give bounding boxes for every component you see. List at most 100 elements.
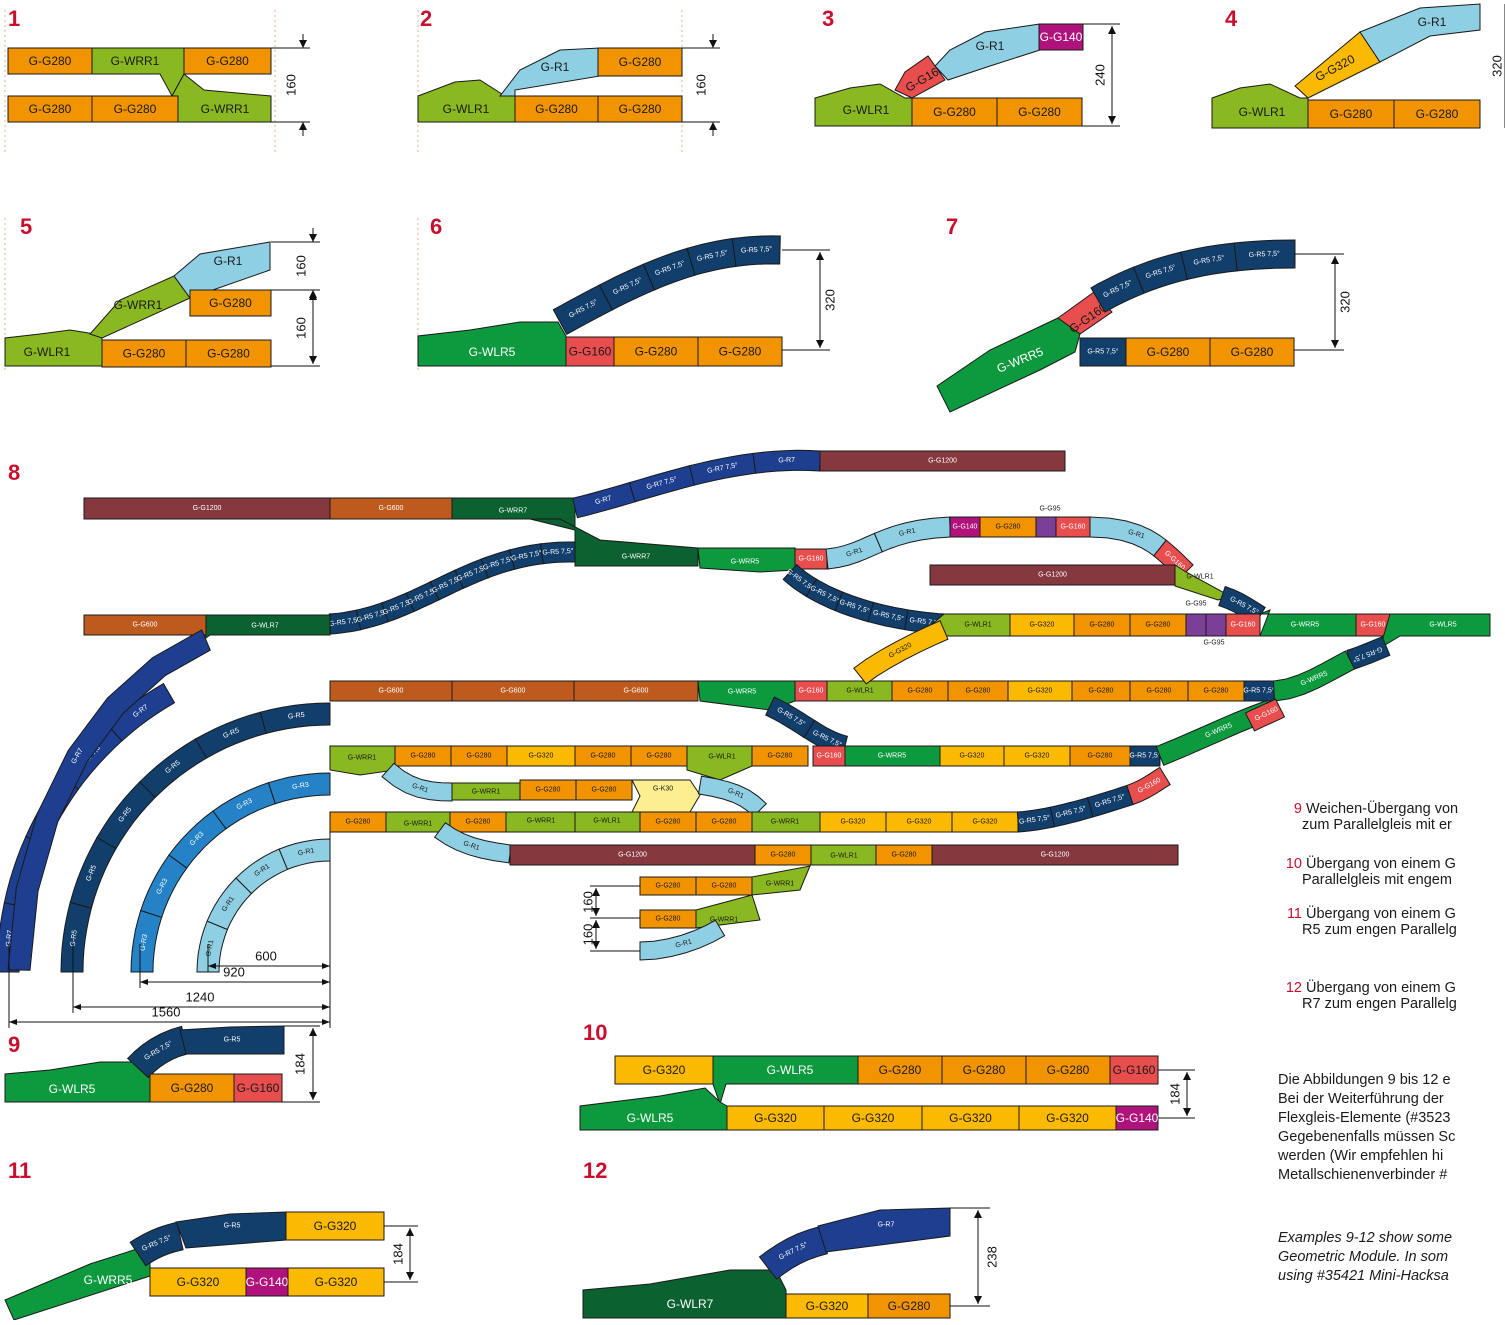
track-g-wlr1 bbox=[1211, 83, 1309, 129]
track-label-g-r1: G-R1 bbox=[898, 527, 916, 537]
panel-number: 12 bbox=[583, 1158, 607, 1183]
dimension-label: 240 bbox=[1093, 64, 1108, 86]
track-label-g-g280: G-G280 bbox=[29, 54, 72, 68]
track-label-g-wrr1: G-WRR1 bbox=[404, 821, 432, 828]
track-g-g320 bbox=[785, 1293, 869, 1319]
dimension-arrow bbox=[709, 122, 717, 130]
track-g-g320 bbox=[285, 1211, 385, 1241]
track-label-g-g280: G-G280 bbox=[1147, 345, 1190, 359]
dimension-arrow bbox=[816, 340, 824, 348]
dimension-arrow bbox=[309, 1092, 317, 1100]
track-label-g-wrr1: G-WRR1 bbox=[766, 881, 794, 888]
paragraph-line: using #35421 Mini-Hacksa bbox=[1278, 1268, 1449, 1284]
track-g-g320 bbox=[921, 1105, 1020, 1131]
track-label-g-g280: G-G280 bbox=[536, 787, 561, 794]
dimension-label: 320 bbox=[1338, 291, 1353, 313]
track-label-g-g280: G-G280 bbox=[1146, 622, 1171, 629]
track-label-g-wlr5: G-WLR5 bbox=[627, 1111, 674, 1125]
track-g-wrr5 bbox=[697, 547, 796, 573]
note-number: 10 bbox=[1285, 856, 1302, 872]
dimension-arrow bbox=[73, 1004, 81, 1010]
dimension-arrow bbox=[309, 1028, 317, 1036]
paragraph-line: Bei der Weiterführung der bbox=[1278, 1091, 1444, 1107]
track-label-g-r5-7-5: G-R5 7,5° bbox=[741, 245, 773, 255]
track-label-g-wrr1: G-WRR1 bbox=[710, 917, 738, 924]
track-label-g-g160: G-G160 bbox=[799, 556, 824, 563]
track-label-g-g280: G-G280 bbox=[1018, 105, 1061, 119]
dimension-arrow bbox=[592, 888, 600, 896]
track-label-g-wrr1: G-WRR1 bbox=[527, 818, 555, 825]
dimension-label: 600 bbox=[255, 949, 277, 964]
track-label-g-g160: G-G160 bbox=[1113, 1063, 1156, 1077]
track-g-g600 bbox=[573, 680, 699, 702]
track-g-wlr7 bbox=[582, 1269, 787, 1319]
track-g-g320 bbox=[149, 1267, 247, 1297]
dimension-label: 184 bbox=[1168, 1083, 1183, 1105]
note-line: Parallelgleis mit engem bbox=[1302, 872, 1452, 888]
paragraph-line: Metallschienenverbinder # bbox=[1278, 1167, 1448, 1183]
track-label-g-g600: G-G600 bbox=[501, 688, 526, 695]
track-label-g-g160: G-G160 bbox=[1361, 622, 1386, 629]
dimension-arrow bbox=[592, 941, 600, 949]
label-g95: G-G95 bbox=[1185, 601, 1206, 608]
dimension-label: 1560 bbox=[152, 1005, 181, 1020]
label-g95: G-G95 bbox=[1203, 640, 1224, 647]
track-g-r1 bbox=[173, 241, 271, 299]
panel-number: 8 bbox=[8, 460, 20, 485]
dimension-arrow bbox=[309, 356, 317, 364]
track-label-g-r5: G-R5 bbox=[288, 712, 306, 721]
note-line: R7 zum engen Parallelg bbox=[1302, 996, 1457, 1012]
track-label-g-g280: G-G280 bbox=[209, 296, 252, 310]
track-g-r7 bbox=[817, 1207, 951, 1253]
track-label-g-wrr1: G-WRR1 bbox=[472, 789, 500, 796]
track-label-g-g320: G-G320 bbox=[643, 1063, 686, 1077]
track-label-g-k30: G-K30 bbox=[653, 786, 673, 793]
track-g-g280 bbox=[1307, 99, 1395, 129]
track-label-g-g1200: G-G1200 bbox=[193, 505, 222, 512]
track-label-g-r3: G-R3 bbox=[292, 782, 310, 792]
track-label-g-r1: G-R1 bbox=[1127, 529, 1145, 541]
track-label-g-g280: G-G280 bbox=[1089, 688, 1114, 695]
track-g-g1200 bbox=[819, 450, 1066, 472]
dimension-arrow bbox=[709, 40, 717, 48]
track-label-g-wrr7: G-WRR7 bbox=[499, 508, 527, 515]
note-line: Weichen-Übergang von bbox=[1306, 801, 1459, 817]
track-g-g280 bbox=[101, 339, 187, 368]
track- bbox=[1035, 516, 1057, 538]
track-label-g-g280: G-G280 bbox=[591, 753, 616, 760]
track-g-g160 bbox=[565, 336, 615, 367]
track-label-g-r7: G-R7 bbox=[594, 495, 612, 506]
track-label-g-r5: G-R5 bbox=[224, 1037, 241, 1044]
track-g-wlr5 bbox=[1379, 613, 1491, 650]
track-label-g-g320: G-G320 bbox=[754, 1111, 797, 1125]
track-label-g-g280: G-G280 bbox=[996, 524, 1021, 531]
track-label-g-wlr1: G-WLR1 bbox=[843, 103, 890, 117]
track-label-g-g280: G-G280 bbox=[619, 102, 662, 116]
track-g-g160 bbox=[1225, 613, 1261, 637]
track-label-g-r1: G-R1 bbox=[675, 938, 693, 949]
track-label-g-wrr7: G-WRR7 bbox=[622, 554, 650, 561]
track-label-g-g280: G-G280 bbox=[1090, 622, 1115, 629]
track-g-r1 bbox=[381, 762, 453, 802]
dimension-arrow bbox=[322, 1019, 330, 1025]
track-label-g-wlr1: G-WLR1 bbox=[1239, 105, 1286, 119]
track-label-g-g320: G-G320 bbox=[806, 1299, 849, 1313]
track-label-g-r5-7-5: G-R5 7,5° bbox=[542, 547, 574, 557]
track-label-g-g280: G-G280 bbox=[635, 345, 678, 359]
track-label-g-wlr7: G-WLR7 bbox=[251, 623, 278, 630]
track-label-g-wlr1: G-WLR1 bbox=[593, 818, 620, 825]
track-g-r5-7-5 bbox=[1233, 239, 1296, 272]
paragraph-line: Geometric Module. In som bbox=[1278, 1249, 1449, 1265]
track-label-g-g280: G-G280 bbox=[712, 819, 737, 826]
track-g-wrr7 bbox=[529, 518, 699, 567]
note-line: Übergang von einem G bbox=[1306, 906, 1456, 922]
track-label-g-g1200: G-G1200 bbox=[1041, 852, 1070, 859]
track-label-g-g140: G-G140 bbox=[1116, 1111, 1159, 1125]
track-g-g140 bbox=[245, 1267, 289, 1297]
track-label-g-g160: G-G160 bbox=[237, 1081, 280, 1095]
note-line: R5 zum engen Parallelg bbox=[1302, 922, 1457, 938]
track-label-g-g280: G-G280 bbox=[29, 102, 72, 116]
track-label-g-g280: G-G280 bbox=[933, 105, 976, 119]
dimension-arrow bbox=[309, 234, 317, 242]
